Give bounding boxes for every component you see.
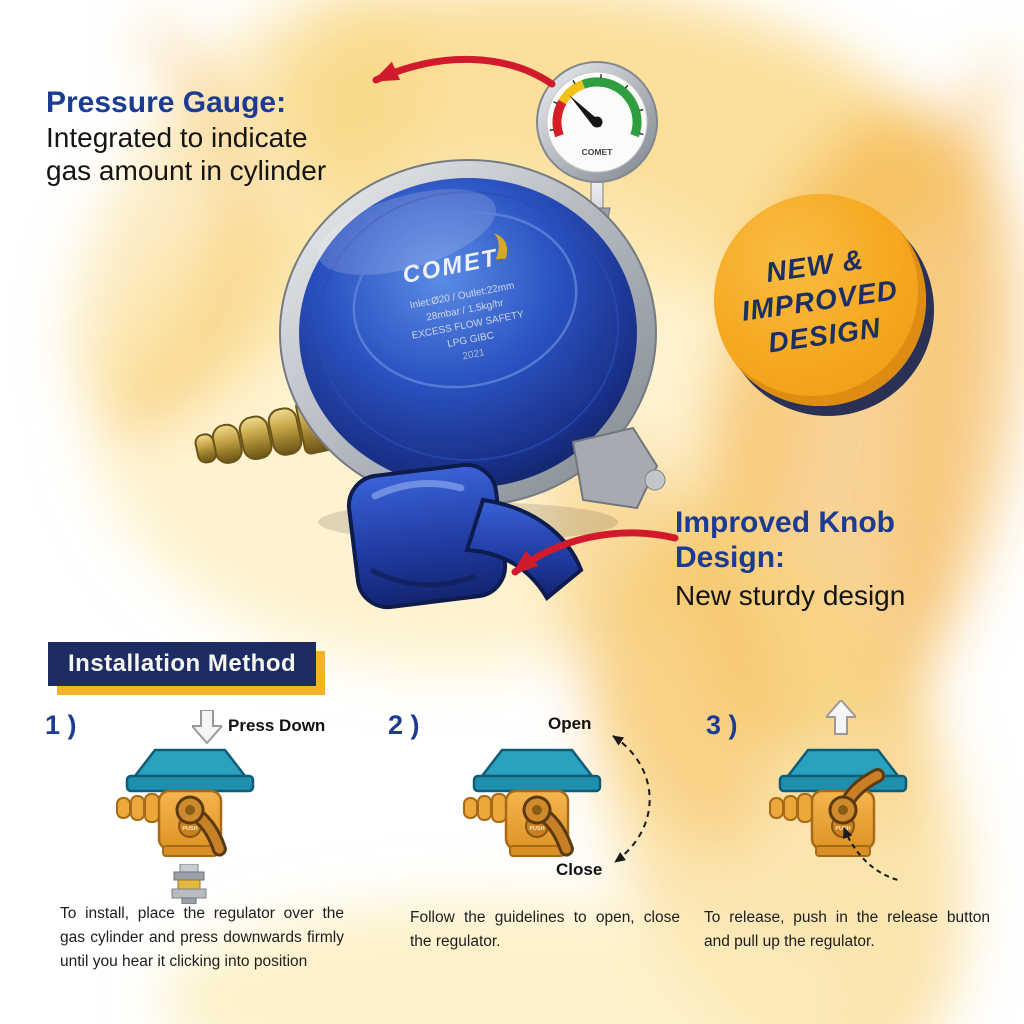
knob-subtitle: New sturdy design (675, 580, 906, 611)
step-1-number: 1 ) (45, 710, 77, 740)
installation-header: Installation Method (48, 642, 317, 686)
release-dashed-arrow-icon (843, 827, 899, 881)
pressure-gauge-desc-line1: Integrated to indicate (46, 121, 308, 153)
regulator-illustration-step2: PUSH (462, 748, 602, 858)
press-down-arrow-icon (192, 710, 222, 744)
step-2-text: Follow the guidelines to open, close the… (410, 909, 680, 951)
step-1-text: To install, place the regulator over the… (60, 905, 344, 971)
push-button-label: PUSH (182, 826, 197, 832)
knob-title-line1: Improved Knob (675, 506, 896, 539)
pressure-gauge-annotation: Pressure Gauge: Integrated to indicate g… (46, 86, 326, 187)
arrow-to-knob-icon (511, 529, 679, 576)
regulator-disc: COMET Inlet:Ø20 / Outlet:22mm 28mbar / 1… (279, 159, 657, 507)
close-label: Close (556, 860, 603, 879)
mounting-bracket (571, 426, 659, 510)
arrow-to-pressure-gauge-icon (372, 56, 556, 88)
bracket-screw (644, 469, 666, 491)
new-improved-badge: NEW & IMPROVED DESIGN (714, 194, 926, 406)
step-2-number: 2 ) (388, 710, 420, 740)
regulator-illustration-step1: PUSH (115, 748, 255, 858)
step-3-number: 3 ) (706, 710, 738, 740)
push-button-label: PUSH (529, 826, 544, 832)
open-label: Open (548, 714, 592, 733)
step-3-text: To release, push in the release button a… (704, 909, 990, 951)
gauge-brand-label: COMET (582, 147, 614, 157)
regulator-marking: 2021 (462, 347, 486, 362)
regulator-illustration-step3: PUSH (768, 748, 908, 858)
knob-title-line2: Design: (675, 540, 786, 574)
knob-annotation: Improved Knob Design: New sturdy design (675, 506, 905, 612)
push-button-label: PUSH (835, 826, 850, 832)
press-down-label: Press Down (228, 716, 326, 735)
comet-flame-icon (493, 233, 508, 260)
open-close-arc-icon (612, 735, 651, 863)
regulator-knob (346, 462, 584, 610)
pull-up-arrow-icon (826, 700, 856, 735)
pressure-gauge-desc-line2: gas amount in cylinder (46, 154, 327, 186)
cylinder-valve-icon (171, 864, 207, 904)
gauge-ticks (549, 74, 644, 136)
regulator-photo: COMET COMET Inlet:Ø20 / Outlet:22mm 28mb… (194, 61, 666, 610)
pressure-gauge-title: Pressure Gauge: (46, 86, 287, 119)
